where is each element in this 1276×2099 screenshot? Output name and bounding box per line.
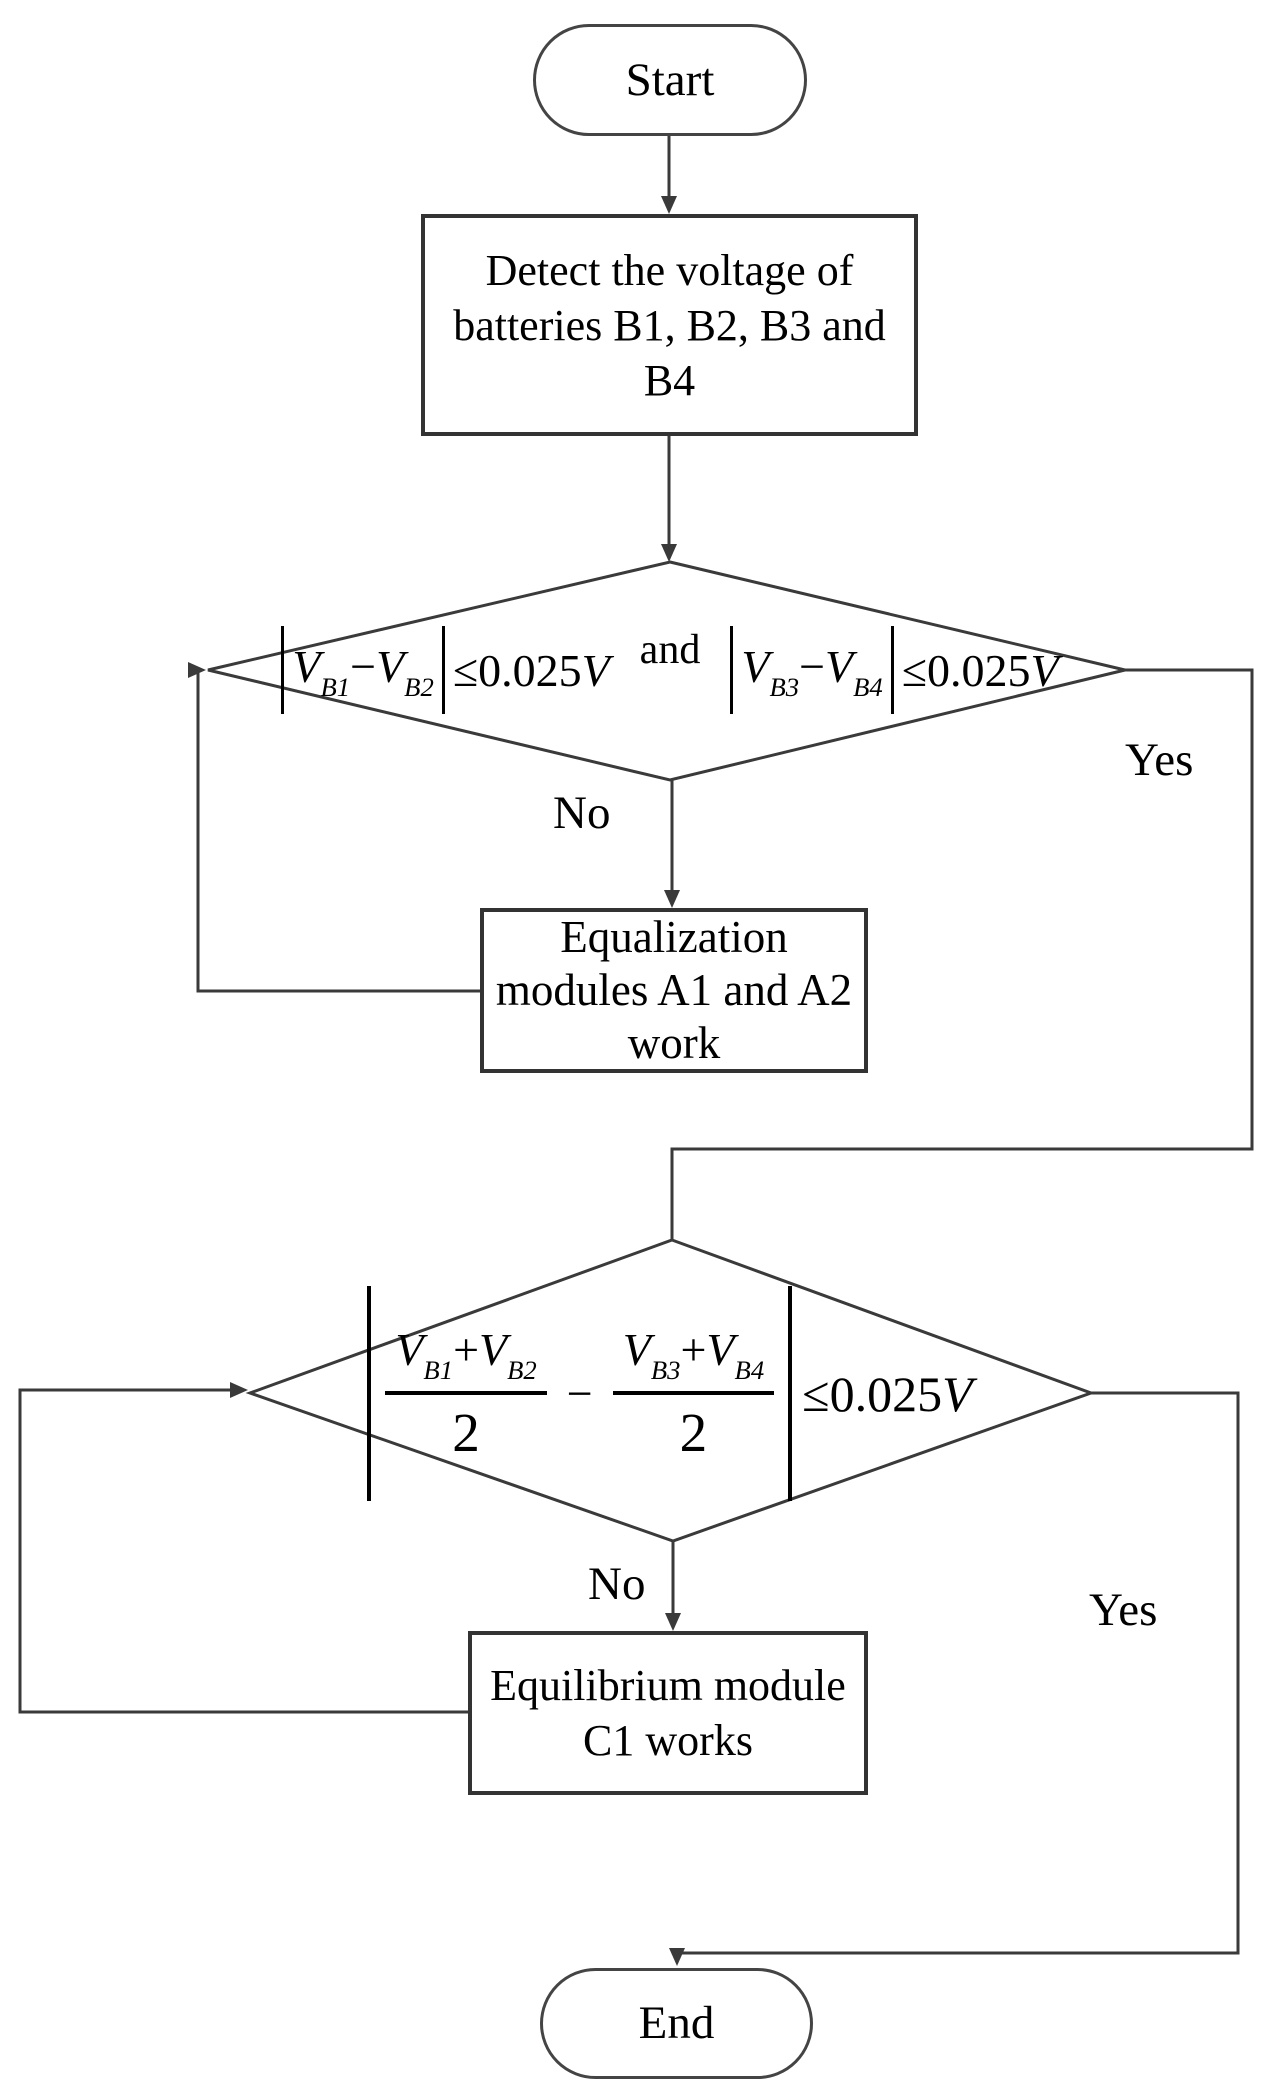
var-v: V — [741, 641, 770, 693]
minus-op: − — [566, 1368, 593, 1419]
start-label: Start — [625, 53, 715, 106]
var-v: V — [622, 1324, 651, 1376]
unit-volt: V — [942, 1365, 973, 1422]
process-text-line: batteries B1, B2, B3 and — [453, 300, 886, 350]
unit-volt: V — [581, 644, 610, 696]
fraction-numerator: VB3+VB4 — [612, 1323, 775, 1395]
start-terminator: Start — [533, 24, 807, 136]
threshold: ≤0.025V — [802, 1365, 973, 1423]
var-v: V — [825, 641, 854, 693]
subscript: B4 — [853, 671, 883, 702]
arrowhead-into-detect — [661, 196, 677, 214]
process-text-line: work — [627, 1018, 721, 1069]
fraction-denominator: 2 — [679, 1401, 708, 1463]
detect-voltage-process: Detect the voltage of batteries B1, B2, … — [421, 214, 918, 436]
minus-op: − — [799, 641, 826, 693]
threshold-value: 0.025 — [478, 644, 582, 696]
edge-equilibrium-loop — [18, 1388, 468, 1714]
arrowhead-into-decision1 — [661, 544, 677, 562]
subscript: B4 — [734, 1354, 765, 1385]
end-label: End — [638, 1997, 715, 2050]
edge-decision1-yes — [670, 668, 1254, 1240]
threshold-right: ≤0.025V — [902, 644, 1059, 697]
process-text-line: B4 — [643, 355, 696, 405]
arrowhead-into-end — [669, 1948, 685, 1966]
and-conjunction: and — [639, 627, 701, 673]
unit-volt: V — [1030, 644, 1059, 696]
process-text-line: modules A1 and A2 — [495, 964, 853, 1015]
arrowhead-into-equilibrium — [665, 1613, 681, 1631]
decision2-no-label: No — [588, 1558, 646, 1610]
arrowhead-into-equalization — [664, 890, 680, 908]
threshold-value: 0.025 — [927, 644, 1031, 696]
process-text-line: C1 works — [583, 1716, 753, 1765]
equalization-process: Equalization modules A1 and A2 work — [480, 908, 868, 1073]
leq-sign: ≤ — [901, 644, 928, 696]
subscript: B2 — [507, 1354, 537, 1385]
decision1-diamond — [207, 560, 1126, 782]
subscript: B1 — [423, 1354, 454, 1385]
process-text-line: Equilibrium module — [490, 1661, 846, 1710]
subscript: B1 — [320, 671, 351, 702]
leq-sign: ≤ — [452, 644, 479, 696]
plus-op: + — [680, 1324, 707, 1376]
process-text-line: Detect the voltage of — [485, 245, 854, 295]
decision2-yes-label: Yes — [1089, 1584, 1158, 1636]
subscript: B2 — [404, 671, 434, 702]
minus-op: − — [350, 641, 377, 693]
threshold-value: 0.025 — [829, 1365, 943, 1422]
var-v: V — [376, 641, 405, 693]
end-terminator: End — [540, 1968, 813, 2079]
subscript: B3 — [650, 1354, 681, 1385]
abs-group-left: VB1−VB2 — [281, 626, 445, 714]
var-v: V — [479, 1324, 508, 1376]
process-text-line: Equalization — [560, 911, 788, 962]
subscript: B3 — [769, 671, 800, 702]
arrowhead-loop1-into-decision1 — [188, 662, 206, 678]
decision1-yes-label: Yes — [1125, 734, 1194, 786]
arrowhead-loop2-into-decision2 — [230, 1382, 248, 1398]
var-v: V — [395, 1324, 424, 1376]
plus-op: + — [453, 1324, 480, 1376]
var-v: V — [706, 1324, 735, 1376]
equilibrium-process: Equilibrium module C1 works — [468, 1631, 868, 1795]
threshold-left: ≤0.025V — [453, 644, 610, 697]
fraction-denominator: 2 — [452, 1401, 480, 1463]
decision1-no-label: No — [553, 787, 611, 839]
leq-sign: ≤ — [802, 1365, 830, 1422]
abs-group-right: VB3−VB4 — [730, 626, 894, 714]
var-v: V — [292, 641, 321, 693]
fraction-numerator: VB1+VB2 — [385, 1323, 547, 1395]
